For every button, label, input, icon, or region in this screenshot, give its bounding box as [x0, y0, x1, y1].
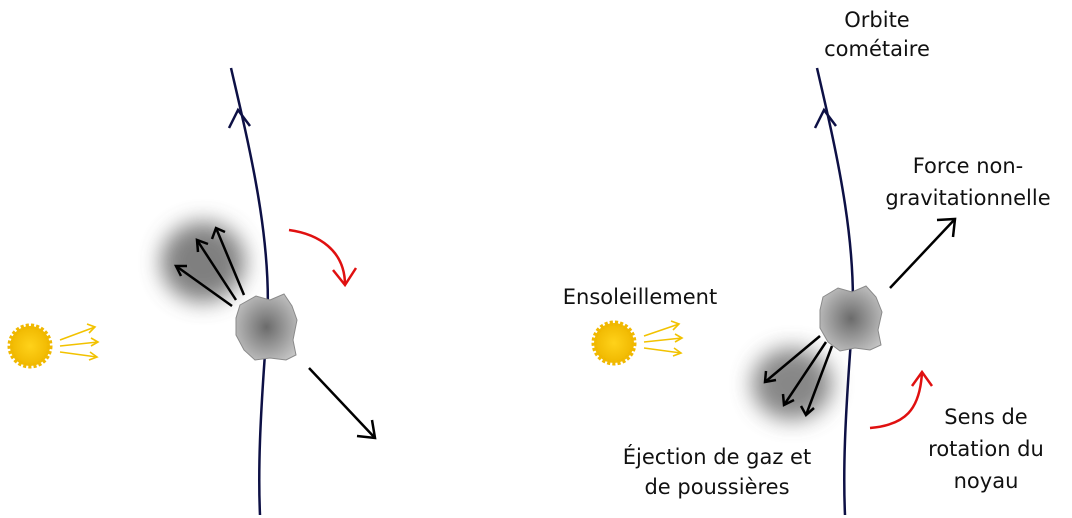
right-rotation-arrow: [869, 369, 934, 430]
left-orbit-arrowhead: [227, 107, 251, 129]
left-gas-cloud: [161, 222, 245, 302]
rotation-label-line1: Sens de: [944, 405, 1027, 429]
left-rotation-arrow: [288, 228, 358, 288]
ejection-label-line1: Éjection de gaz et: [623, 444, 811, 469]
rotation-label-line2: rotation du: [928, 437, 1044, 461]
left-force-arrow: [308, 367, 377, 440]
sunlight-label: Ensoleillement: [563, 285, 717, 309]
orbit-label-line2: cométaire: [824, 37, 930, 61]
right-sunlight-rays: [643, 320, 684, 357]
right-force-arrow: [889, 217, 957, 289]
left-ejection-arrows: [173, 226, 246, 308]
right-panel: Orbite cométaire Force non- gravitationn…: [563, 8, 1051, 516]
left-sun-icon: [7, 323, 53, 369]
right-comet-nucleus: [819, 285, 883, 352]
force-label-line1: Force non-: [913, 154, 1024, 178]
right-orbit-arrowhead: [813, 107, 837, 129]
ejection-label-line2: de poussières: [644, 475, 789, 499]
force-label-line2: gravitationnelle: [885, 186, 1050, 210]
left-orbit-path: [229, 67, 270, 516]
left-comet-nucleus: [235, 293, 298, 361]
left-sunlight-rays: [59, 323, 100, 361]
rotation-label-line3: noyau: [954, 469, 1019, 493]
right-sun-icon: [591, 320, 637, 366]
left-panel: [7, 67, 377, 516]
right-ejection-arrows: [763, 335, 834, 417]
orbit-label-line1: Orbite: [844, 8, 909, 32]
